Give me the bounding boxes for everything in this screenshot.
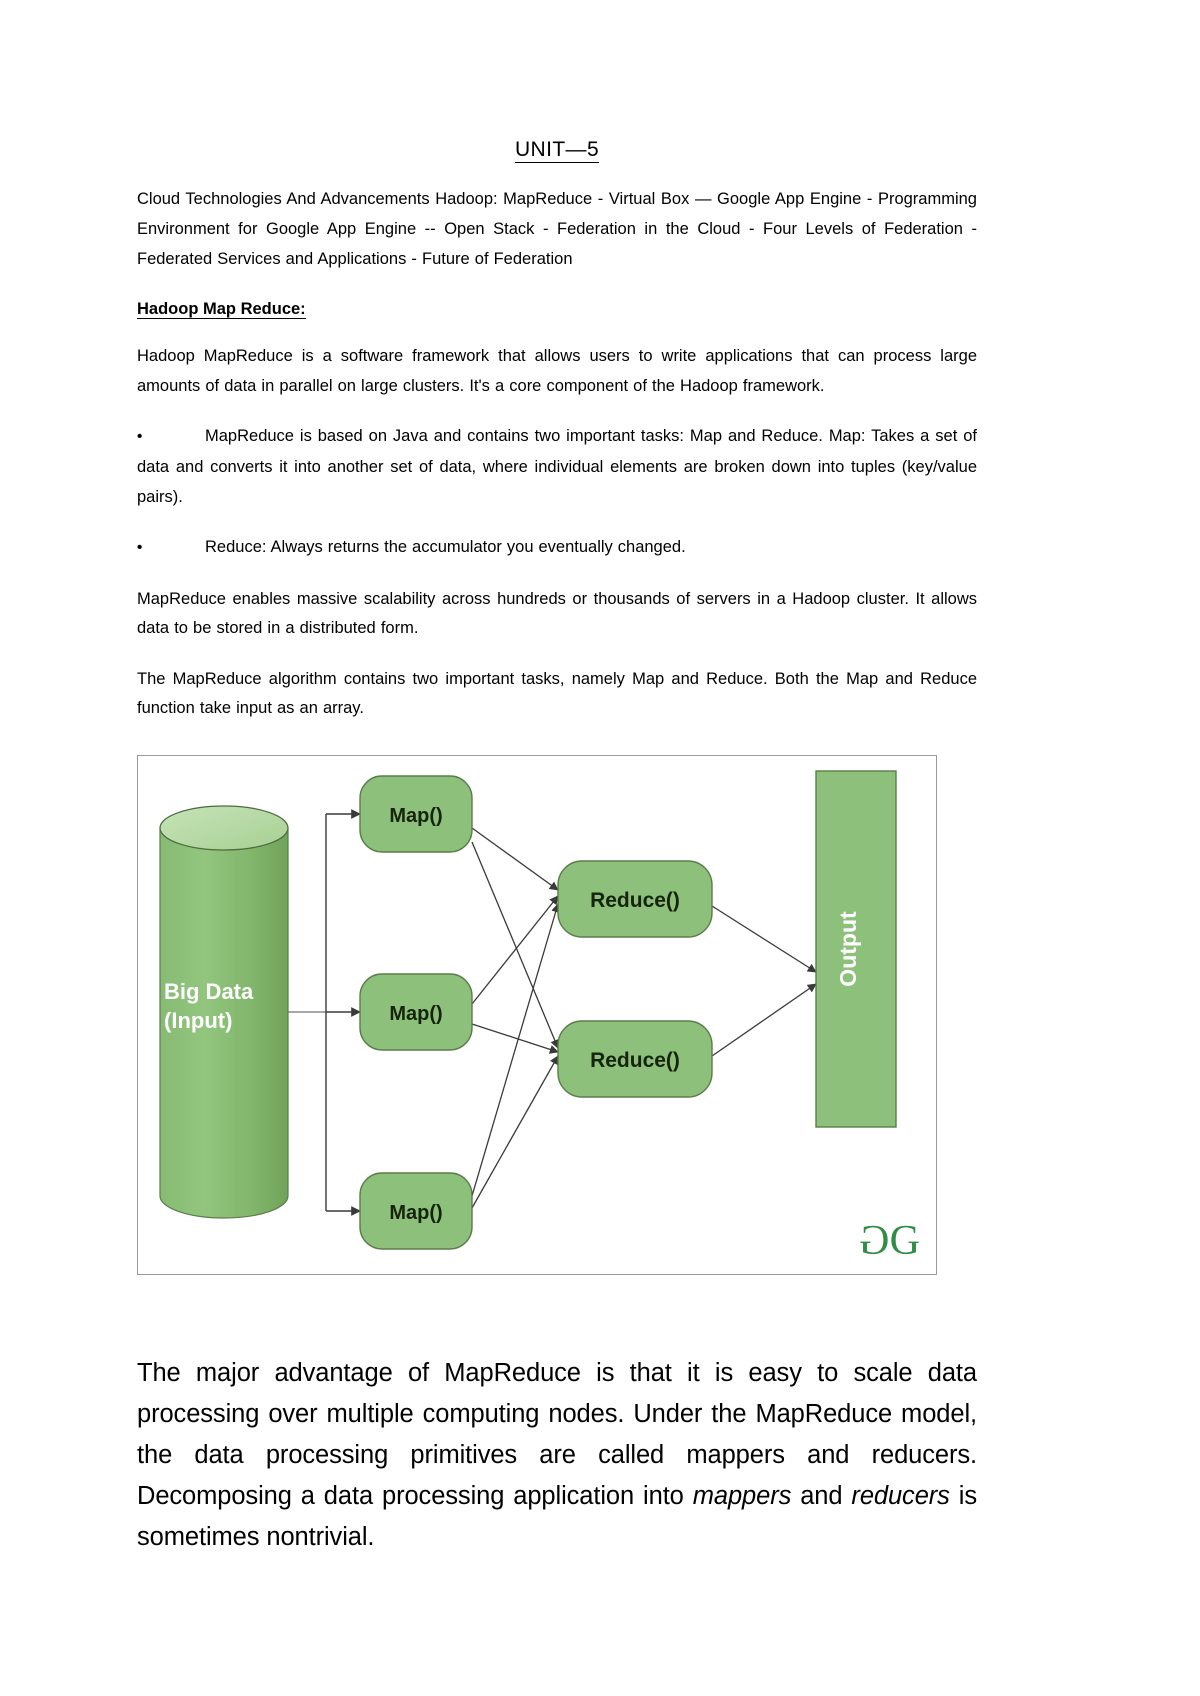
bullet-icon: • xyxy=(137,539,143,556)
closing-part-1: The major advantage of MapReduce is that… xyxy=(137,1359,977,1510)
section-heading: Hadoop Map Reduce: xyxy=(137,300,977,319)
bullet-list-item: • Reduce: Always returns the accumulator … xyxy=(137,532,977,563)
closing-emphasis-mappers: mappers xyxy=(692,1482,792,1510)
reduce-node: Reduce() xyxy=(557,1020,713,1098)
mapreduce-diagram-svg: Big Data (Input) Map() Map() Map() xyxy=(159,770,897,1250)
closing-part-3: is sometimes nontrivial. xyxy=(137,1482,978,1551)
reduce-node: Reduce() xyxy=(557,860,713,938)
section-heading-text: Hadoop Map Reduce: xyxy=(137,300,306,319)
connector-group-output xyxy=(711,905,817,1057)
page-title: UNIT—5 xyxy=(137,138,977,163)
map-node: Map() xyxy=(359,1172,473,1250)
paragraph-3: The MapReduce algorithm contains two imp… xyxy=(137,670,977,717)
connector-group-input xyxy=(288,809,361,1216)
output-bar-label: Output xyxy=(835,911,861,987)
mapreduce-diagram: Big Data (Input) Map() Map() Map() xyxy=(137,755,937,1275)
bullet-icon: • xyxy=(137,428,143,445)
output-bar: Output xyxy=(815,770,897,1128)
bullet-text: MapReduce is based on Java and contains … xyxy=(137,427,977,506)
paragraph-2: MapReduce enables massive scalability ac… xyxy=(137,590,977,637)
map-node: Map() xyxy=(359,973,473,1051)
map-node-label: Map() xyxy=(389,1003,442,1025)
document-content: UNIT—5 Cloud Technologies And Advancemen… xyxy=(137,0,977,1558)
bullet-list-item: •MapReduce is based on Java and contains… xyxy=(137,421,977,512)
map-node-label: Map() xyxy=(389,1202,442,1224)
connector-group-shuffle xyxy=(471,827,561,1209)
bullet-text: Reduce: Always returns the accumulator y… xyxy=(205,538,686,556)
closing-paragraph: The major advantage of MapReduce is that… xyxy=(137,1353,977,1558)
paragraph-1: Hadoop MapReduce is a software framework… xyxy=(137,347,977,395)
reduce-node-label: Reduce() xyxy=(590,1049,680,1072)
big-data-cylinder: Big Data (Input) xyxy=(159,805,289,1219)
reduce-node-label: Reduce() xyxy=(590,889,680,912)
closing-part-2: and xyxy=(791,1482,852,1510)
map-node: Map() xyxy=(359,775,473,853)
closing-emphasis-reducers: reducers xyxy=(851,1482,950,1510)
page-title-text: UNIT—5 xyxy=(514,138,600,163)
syllabus-paragraph: Cloud Technologies And Advancements Hado… xyxy=(137,190,977,268)
logo-glyph-flipped: G xyxy=(861,1218,890,1264)
logo-glyph: G xyxy=(889,1218,920,1264)
cylinder-label-line1: Big Data xyxy=(164,979,254,1004)
geeksforgeeks-logo-icon: GG xyxy=(861,1218,920,1264)
cylinder-label-line2: (Input) xyxy=(164,1008,232,1033)
map-node-label: Map() xyxy=(389,805,442,827)
